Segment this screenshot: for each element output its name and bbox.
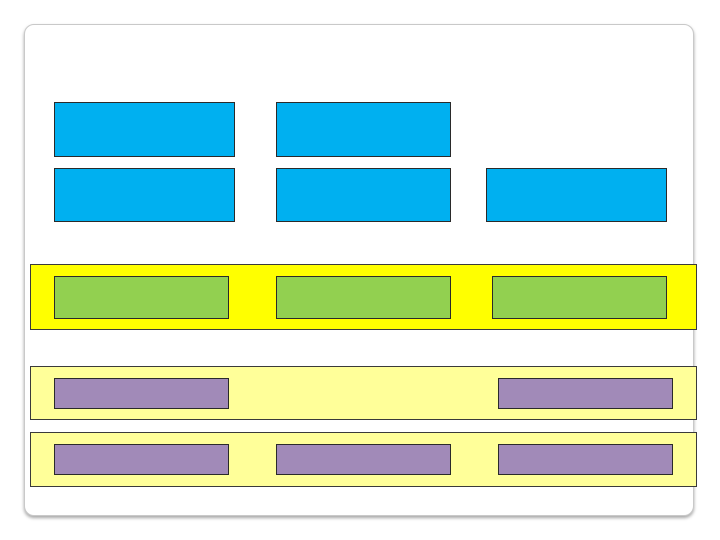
green-block-col2	[276, 276, 451, 319]
purple-block-row2-col3	[498, 444, 673, 475]
purple-block-row2-col1	[54, 444, 229, 475]
purple-block-row1-col1	[54, 378, 229, 409]
blue-block-row2-col3	[486, 168, 667, 222]
green-block-col3	[492, 276, 667, 319]
purple-block-row1-col3	[498, 378, 673, 409]
blue-block-row2-col2	[276, 168, 451, 222]
green-block-col1	[54, 276, 229, 319]
purple-block-row2-col2	[276, 444, 451, 475]
blue-block-row1-col1	[54, 102, 235, 157]
blue-block-row1-col2	[276, 102, 451, 157]
blue-block-row2-col1	[54, 168, 235, 222]
